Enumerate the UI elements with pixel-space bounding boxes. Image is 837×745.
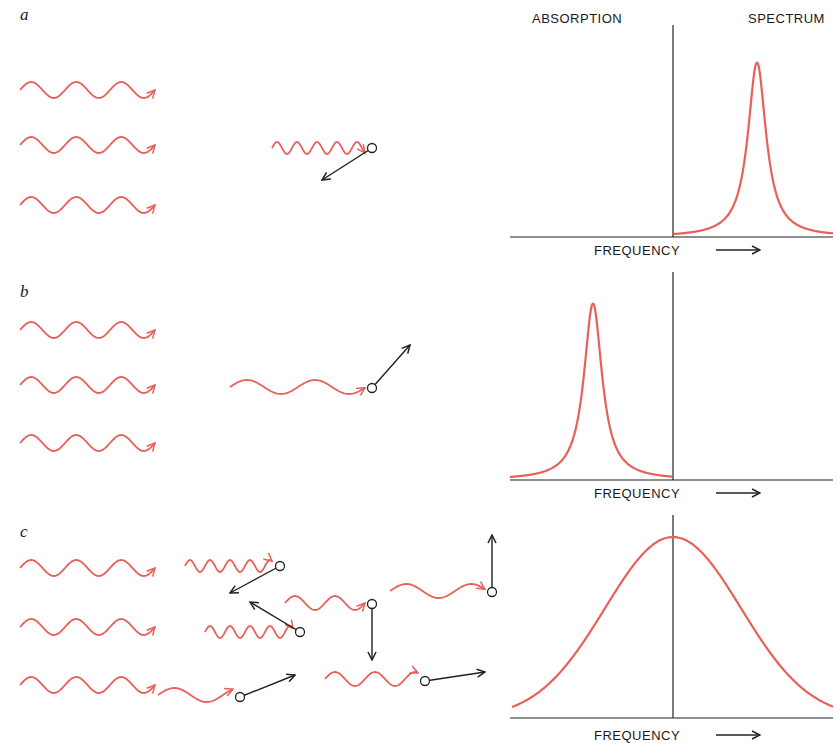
axis-label: FREQUENCY — [594, 729, 680, 742]
absorption-line — [512, 537, 833, 707]
axis-label: ABSORPTION — [532, 12, 622, 25]
frequency-axis — [510, 717, 833, 718]
light-wave — [20, 322, 155, 338]
axis-arrow — [716, 492, 760, 493]
light-wave — [272, 142, 365, 154]
velocity-arrow — [322, 148, 372, 180]
panel-letter: a — [20, 6, 29, 23]
light-wave — [325, 672, 418, 686]
axis-label: FREQUENCY — [594, 244, 680, 257]
center-line — [672, 515, 673, 718]
molecule — [421, 677, 430, 686]
panel-letter: c — [20, 523, 28, 540]
light-wave — [20, 677, 155, 693]
axis-arrow — [716, 734, 760, 735]
frequency-axis — [510, 236, 833, 237]
light-wave — [20, 82, 155, 98]
molecule — [368, 144, 377, 153]
velocity-arrow — [371, 604, 372, 660]
velocity-arrow — [491, 535, 492, 592]
light-wave — [185, 560, 272, 572]
light-wave — [20, 197, 155, 213]
molecule — [488, 588, 497, 597]
axis-arrow — [716, 249, 760, 250]
absorption-line — [510, 303, 672, 476]
light-wave — [158, 688, 233, 702]
light-wave — [20, 377, 155, 393]
light-wave — [230, 380, 365, 394]
axis-label: SPECTRUM — [748, 12, 825, 25]
absorption-line — [674, 62, 833, 234]
light-wave — [20, 560, 155, 576]
molecule — [368, 384, 377, 393]
velocity-arrow — [372, 345, 410, 388]
light-wave — [20, 619, 155, 635]
panel-letter: b — [20, 283, 29, 300]
frequency-axis — [510, 479, 833, 480]
velocity-arrow — [250, 602, 300, 632]
center-line — [672, 272, 673, 480]
molecule — [296, 628, 305, 637]
light-wave — [390, 584, 485, 598]
axis-label: FREQUENCY — [594, 487, 680, 500]
velocity-arrow — [240, 675, 295, 697]
molecule — [236, 693, 245, 702]
molecule — [368, 600, 377, 609]
center-line — [672, 25, 673, 237]
velocity-arrow — [230, 566, 280, 593]
light-wave — [20, 435, 155, 451]
velocity-arrow — [425, 672, 485, 681]
molecule — [276, 562, 285, 571]
light-wave — [205, 626, 293, 638]
light-wave — [285, 596, 365, 610]
light-wave — [20, 137, 155, 153]
